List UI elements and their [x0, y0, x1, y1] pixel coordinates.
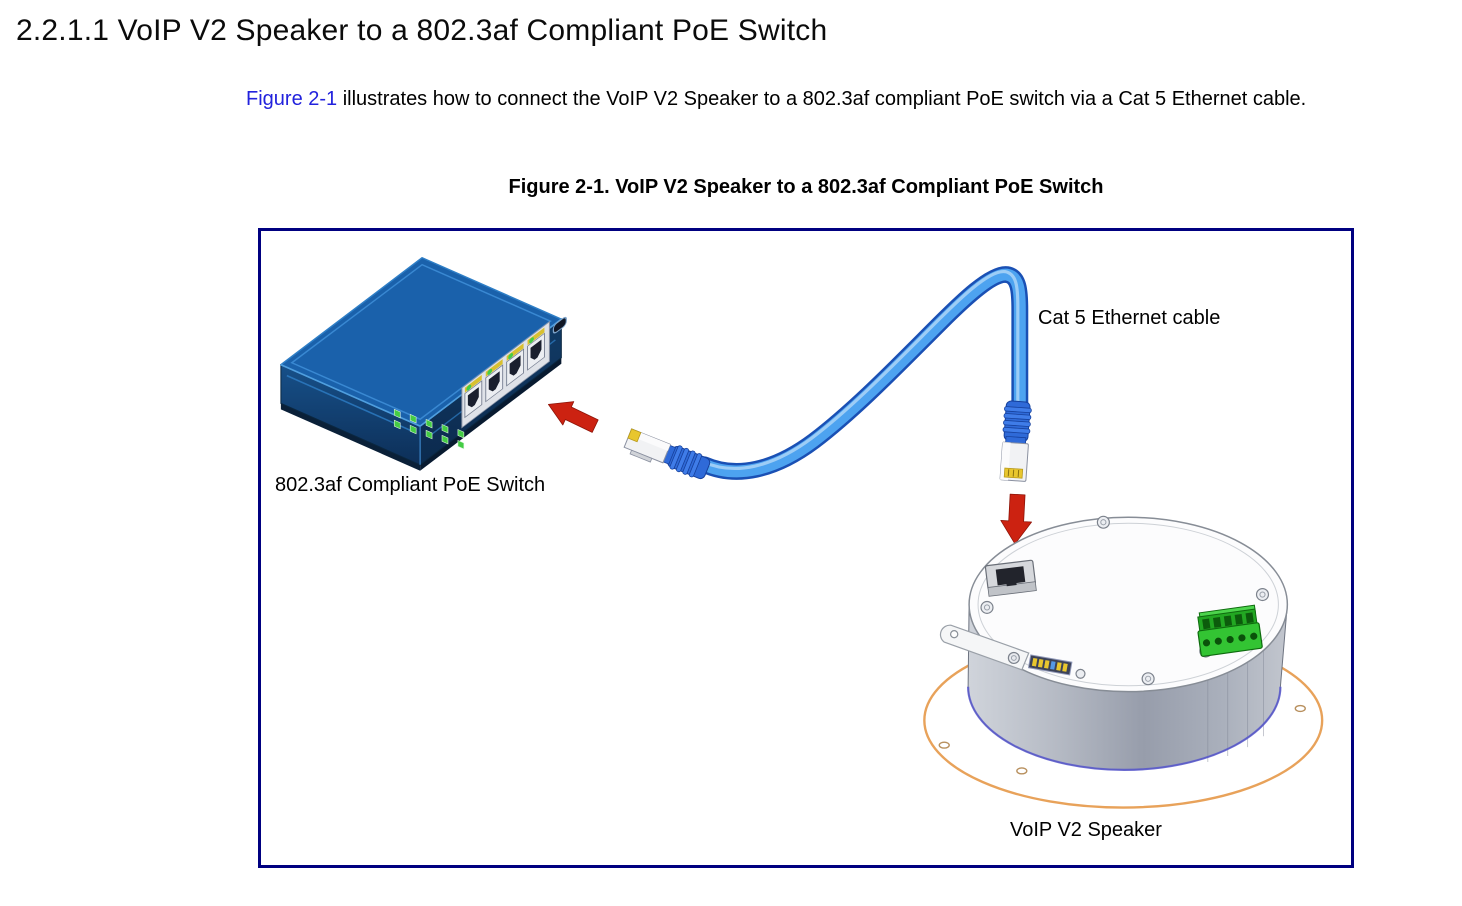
connection-diagram: [280, 257, 1324, 809]
speaker-label: VoIP V2 Speaker: [1010, 819, 1162, 841]
cable-outline: [696, 266, 1029, 480]
rj45-plug-right: [999, 400, 1032, 482]
figure-2-1: 802.3af Compliant PoE Switch Cat 5 Ether…: [258, 228, 1354, 868]
switch-status-leds: [393, 408, 465, 450]
cable-label: Cat 5 Ethernet cable: [1038, 307, 1221, 329]
cable-highlight: [700, 270, 1020, 471]
figure-link[interactable]: Figure 2-1: [246, 88, 338, 110]
speaker-edge-connector: [1027, 654, 1073, 676]
figure-caption: Figure 2-1. VoIP V2 Speaker to a 802.3af…: [508, 176, 1104, 198]
arrow-to-switch-icon: [548, 401, 599, 433]
switch-port-panel: [461, 316, 567, 429]
ethernet-cable-illustration: [623, 266, 1032, 482]
intro-paragraph: Figure 2-1 illustrates how to connect th…: [246, 84, 1354, 114]
poe-switch-illustration: [280, 257, 567, 471]
speaker-terminal-block: [1197, 604, 1263, 657]
poe-switch-label: 802.3af Compliant PoE Switch: [275, 474, 546, 496]
arrow-to-speaker-icon: [1000, 493, 1032, 545]
speaker-illustration: [923, 515, 1324, 809]
switch-rj45-ports: [464, 327, 545, 419]
rj45-plug-left: [623, 428, 711, 480]
section-heading: 2.2.1.1 VoIP V2 Speaker to a 802.3af Com…: [16, 14, 828, 47]
speaker-rj45-jack: [984, 559, 1037, 597]
speaker-mounting-bracket: [939, 624, 1030, 671]
switch-console-port: [552, 316, 567, 334]
intro-text: illustrates how to connect the VoIP V2 S…: [337, 88, 1307, 110]
speaker-screws: [980, 515, 1270, 686]
